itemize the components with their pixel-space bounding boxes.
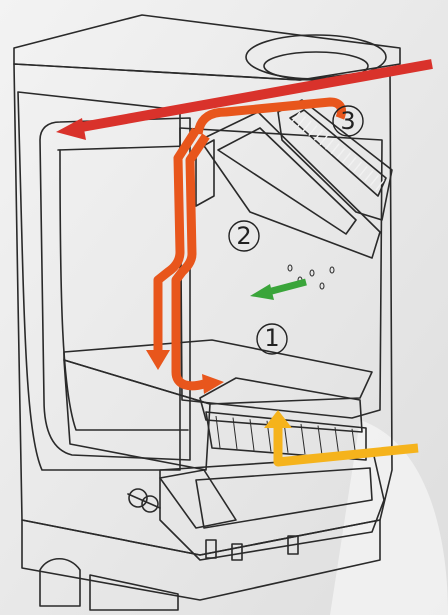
vent-hole bbox=[329, 266, 335, 274]
door-frame-inner-top bbox=[57, 145, 189, 151]
airflow-arrows bbox=[56, 59, 433, 467]
catalyst-fin bbox=[358, 165, 368, 177]
knob-outer bbox=[128, 488, 148, 508]
catalyst-fin bbox=[353, 161, 363, 173]
callout-2: 2 bbox=[228, 220, 260, 252]
baffle-plate bbox=[199, 111, 381, 259]
convection-strand-left bbox=[153, 127, 200, 350]
callout-3-label: 3 bbox=[340, 107, 355, 135]
stove-plinth bbox=[21, 519, 381, 601]
catalyst-fin bbox=[330, 143, 340, 155]
primary-air-arrowhead bbox=[264, 410, 292, 428]
fitting bbox=[287, 535, 299, 555]
door-frame bbox=[39, 117, 191, 461]
secondary-air-path bbox=[267, 278, 307, 296]
grate-bar bbox=[300, 423, 306, 455]
knob-inner bbox=[141, 495, 159, 513]
catalyst-fin bbox=[297, 116, 307, 127]
secondary-air-arrowhead bbox=[250, 284, 274, 300]
catalyst-fin bbox=[308, 125, 318, 137]
convection-strand-right bbox=[171, 133, 210, 391]
convection-right-arrowhead bbox=[202, 374, 224, 394]
primary-air-path bbox=[273, 428, 419, 467]
catalyst-fin bbox=[341, 152, 351, 164]
callout-3-circle bbox=[332, 105, 364, 137]
firebox-back-wall bbox=[179, 127, 383, 419]
grate-bar bbox=[249, 419, 255, 451]
grate-frame bbox=[205, 411, 367, 461]
knob-spindle bbox=[127, 493, 161, 509]
stove-body bbox=[13, 14, 401, 611]
convection-left-arrowhead bbox=[146, 350, 170, 370]
door-frame-inner-edge bbox=[59, 149, 189, 431]
flue-outlet-arrowhead bbox=[56, 118, 86, 140]
catalyst-fin bbox=[325, 138, 335, 150]
convection-arrows bbox=[146, 97, 347, 394]
vent-hole bbox=[287, 264, 293, 272]
convection-top-loop bbox=[193, 97, 347, 135]
catalyst-fin bbox=[302, 120, 312, 132]
catalyst-fin bbox=[319, 134, 329, 146]
catalyst-housing bbox=[277, 99, 393, 221]
callout-1-label: 1 bbox=[264, 324, 279, 352]
left-side-panel bbox=[17, 91, 181, 471]
baffle-inner bbox=[217, 127, 357, 235]
catalyst-fins bbox=[291, 111, 385, 191]
ash-pan-front bbox=[159, 469, 237, 529]
flue-outlet-arrow bbox=[56, 59, 433, 140]
callout-3: 3 bbox=[332, 105, 364, 137]
callout-2-label: 2 bbox=[236, 222, 251, 250]
hearth-front-lip bbox=[63, 359, 211, 471]
catalyst-fin bbox=[336, 147, 346, 159]
callout-1: 1 bbox=[256, 323, 288, 355]
plinth-front-panel bbox=[89, 574, 179, 611]
flue-outlet-path bbox=[75, 59, 433, 133]
catalyst-fin bbox=[291, 111, 301, 123]
callout-2-circle bbox=[228, 220, 260, 252]
primary-air-arrow bbox=[264, 410, 419, 467]
grate bbox=[205, 411, 367, 461]
catalyst-fin bbox=[347, 156, 357, 168]
secondary-air-arrow bbox=[250, 278, 307, 300]
grate-bar bbox=[232, 417, 238, 450]
left-leg-cutout bbox=[39, 557, 81, 607]
vent-hole bbox=[319, 282, 325, 290]
catalyst-module bbox=[277, 99, 393, 221]
fitting bbox=[205, 539, 217, 559]
callout-1-circle bbox=[256, 323, 288, 355]
air-control-knob bbox=[127, 488, 161, 513]
ash-pan bbox=[195, 467, 373, 529]
catalyst-fin bbox=[364, 170, 374, 182]
log-retainer bbox=[199, 377, 363, 433]
bottom-fittings bbox=[205, 535, 299, 561]
catalyst-fin bbox=[369, 175, 379, 186]
catalyst-fin bbox=[375, 179, 385, 191]
baffle-bracket bbox=[195, 139, 215, 207]
vent-hole bbox=[309, 269, 315, 277]
catalyst-fin bbox=[313, 129, 323, 141]
grate-bar bbox=[317, 425, 323, 456]
fitting bbox=[231, 543, 243, 561]
grate-bar bbox=[215, 415, 221, 449]
